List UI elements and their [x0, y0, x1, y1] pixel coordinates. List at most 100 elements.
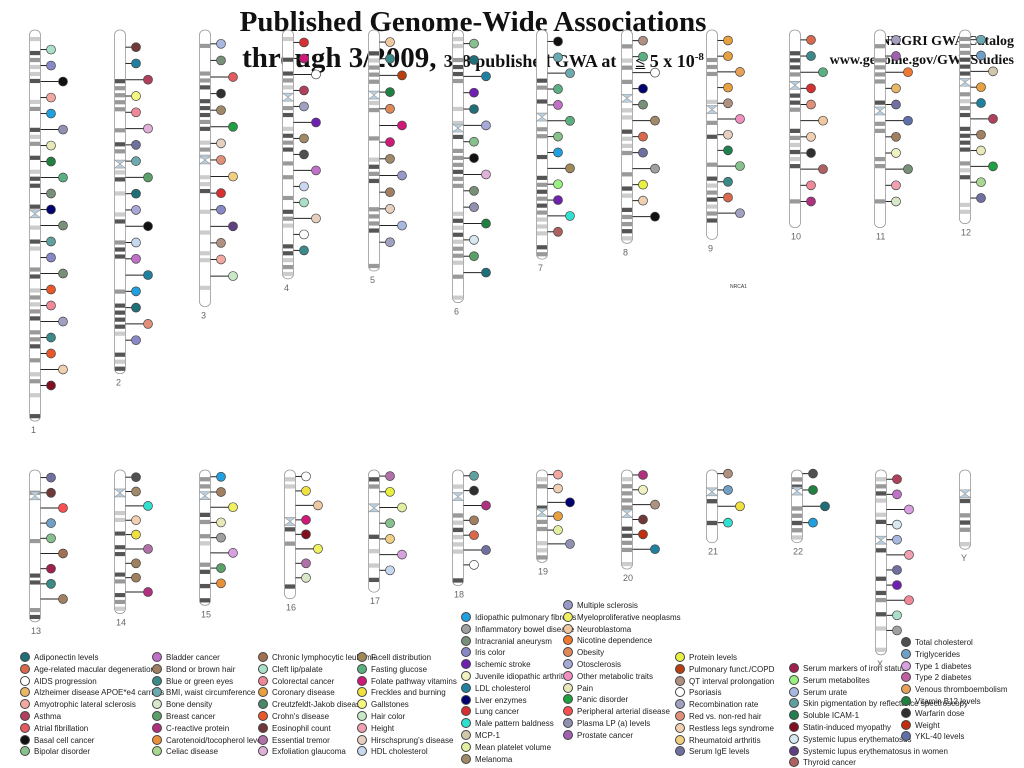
legend-label: Plasma LP (a) levels [577, 719, 651, 728]
association-marker [58, 172, 68, 183]
association-marker [313, 543, 323, 554]
legend-label: Pulmonary funct./COPD [689, 664, 775, 674]
legend-item: Carotenoid/tocopherol levels [152, 734, 267, 746]
legend-swatch [20, 746, 30, 757]
association-marker [818, 115, 828, 126]
legend-swatch [563, 647, 573, 658]
legend-swatch [461, 753, 471, 764]
legend-item: Folate pathway vitamins [357, 675, 457, 687]
association-marker [46, 108, 56, 119]
association-marker [638, 470, 648, 480]
legend-swatch [563, 670, 573, 681]
association-marker [723, 176, 733, 187]
association-marker [216, 105, 226, 116]
association-marker [216, 55, 226, 66]
legend-swatch [357, 734, 367, 745]
association-marker [131, 58, 141, 69]
legend-item: Obesity [563, 647, 604, 658]
legend-swatch [258, 699, 268, 710]
legend-swatch [901, 684, 911, 695]
legend-swatch [357, 699, 367, 710]
chromosome-label: 6 [454, 307, 459, 317]
association-marker [216, 487, 226, 497]
legend-item: Amyotrophic lateral sclerosis [20, 699, 136, 710]
legend-item: Age-related macular degeneration [20, 663, 155, 675]
legend-label: Peripheral arterial disease [577, 707, 670, 717]
legend-swatch [258, 746, 268, 757]
legend-swatch [20, 687, 30, 698]
legend-swatch [563, 729, 573, 740]
association-marker [299, 229, 309, 240]
chromosome-12: 12 [958, 29, 998, 238]
legend-swatch [675, 663, 685, 674]
legend-swatch [789, 663, 799, 673]
association-marker [553, 147, 563, 158]
legend-swatch [675, 746, 685, 757]
legend-item: Systemic lupus erythematosus [789, 733, 912, 745]
association-marker [891, 148, 901, 158]
legend-swatch [789, 745, 799, 756]
legend-swatch [152, 687, 162, 698]
association-marker [723, 98, 733, 109]
association-marker [46, 92, 56, 103]
legend-label: Folate pathway vitamins [371, 676, 457, 686]
association-marker [46, 284, 56, 295]
legend-item: Bladder cancer [152, 652, 220, 663]
legend-swatch [152, 746, 162, 757]
legend-label: Warfarin dose [915, 708, 965, 718]
association-marker [735, 501, 745, 512]
chromosome-label: 10 [791, 232, 801, 242]
legend-item: Multiple sclerosis [563, 600, 638, 611]
chromosome-15: 15 [198, 469, 238, 619]
chromosome-14: 14 [113, 469, 153, 628]
association-marker [216, 88, 226, 99]
association-marker [46, 60, 56, 71]
legend-swatch [20, 652, 30, 662]
chromosome-10: 10 [788, 29, 828, 242]
legend-label: QT interval prolongation [689, 676, 775, 686]
association-marker [299, 133, 309, 144]
association-marker [891, 35, 901, 45]
legend-label: Restless legs syndrome [689, 723, 774, 733]
association-marker [301, 471, 311, 482]
legend-label: Freckles and burning [371, 688, 446, 698]
association-marker [723, 192, 733, 203]
legend-swatch [563, 623, 573, 634]
legend-item: Male pattern baldness [461, 718, 554, 729]
association-marker [46, 252, 56, 263]
legend-item: Otosclerosis [563, 659, 621, 670]
legend-item: YKL-40 levels [901, 731, 964, 742]
legend-item: AIDS progression [20, 675, 97, 687]
legend-label: MCP-1 [475, 731, 500, 740]
association-marker [228, 72, 238, 82]
legend-label: Vitamin B12 levels [915, 697, 981, 706]
association-marker [976, 50, 986, 61]
association-marker [216, 254, 226, 265]
legend-label: Melanoma [475, 754, 513, 764]
legend-item: Triglycerides [901, 648, 960, 660]
association-marker [723, 517, 733, 528]
legend-swatch [357, 722, 367, 733]
association-marker [976, 145, 986, 156]
association-marker [723, 129, 733, 140]
chromosome-8: 8 [620, 29, 660, 257]
association-marker [143, 544, 153, 554]
association-marker [735, 67, 745, 77]
legend-swatch [258, 675, 268, 686]
legend-swatch [675, 652, 685, 662]
association-marker [481, 500, 491, 511]
legend-swatch [563, 706, 573, 717]
chromosome-label: 21 [708, 547, 718, 557]
legend-swatch [901, 707, 911, 718]
association-marker [892, 489, 902, 500]
chromosome-label: 1 [31, 425, 36, 435]
association-marker [385, 87, 395, 97]
association-marker [46, 300, 56, 311]
chromosome-label: 4 [284, 283, 289, 293]
legend-label: Iris color [475, 648, 506, 658]
association-marker [650, 499, 660, 510]
association-marker [892, 565, 902, 575]
legend-swatch [563, 659, 573, 669]
association-marker [301, 529, 311, 540]
